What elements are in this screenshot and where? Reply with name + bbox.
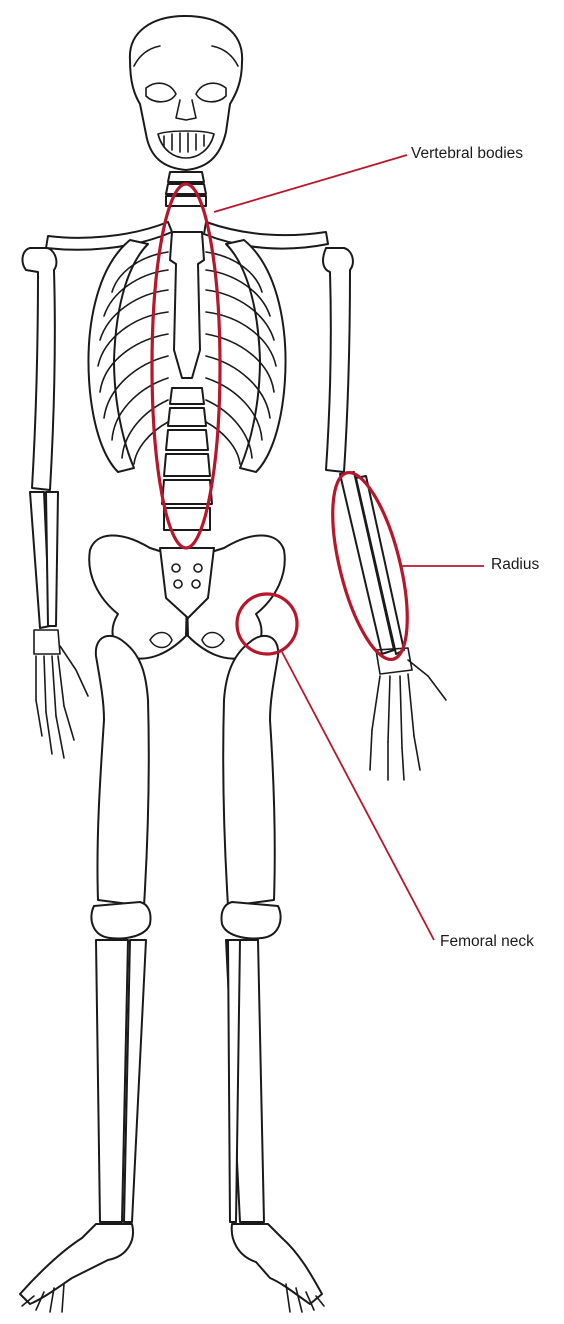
radius-label: Radius (491, 556, 539, 574)
femoral-neck-leader (282, 652, 434, 940)
left-leg (221, 636, 324, 1312)
right-leg (20, 636, 151, 1312)
right-arm (23, 248, 88, 758)
vertebral-bodies-leader (214, 155, 407, 212)
femoral-neck-label: Femoral neck (440, 933, 534, 951)
vertebral-bodies-label: Vertebral bodies (411, 145, 523, 163)
skull (130, 16, 242, 170)
lumbar-spine (162, 388, 212, 530)
